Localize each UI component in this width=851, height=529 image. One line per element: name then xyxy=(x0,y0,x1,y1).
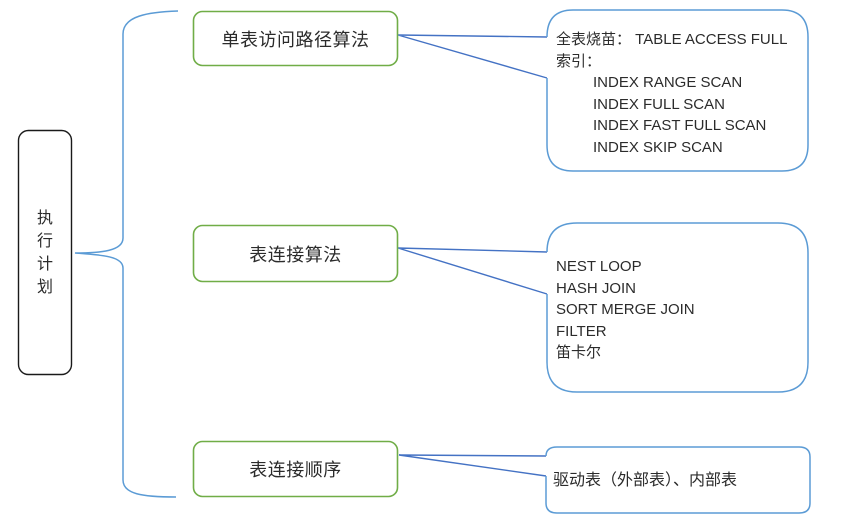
detail-line: 笛卡尔 xyxy=(556,344,602,361)
branch-node-1-shape xyxy=(192,10,399,67)
detail-box-3-text: 驱动表（外部表）、内部表 xyxy=(553,470,805,491)
detail-box-1-text: 全表烧苗： TABLE ACCESS FULL 索引： INDEX RANGE … xyxy=(556,29,806,158)
detail-line: HASH JOIN xyxy=(556,279,637,297)
detail-line: 全表烧苗： TABLE ACCESS FULL xyxy=(556,31,788,48)
branch-node-3-label: 表连接顺序 xyxy=(249,460,342,480)
detail-line: 索引： xyxy=(556,52,602,70)
detail-box-1-shape xyxy=(546,9,809,172)
brace-curve xyxy=(74,10,179,498)
detail-line: INDEX FULL SCAN xyxy=(593,95,725,113)
detail-line: NEST LOOP xyxy=(556,258,642,275)
detail-box-2-shape xyxy=(546,222,809,393)
root-node: 执行计划 xyxy=(18,130,72,375)
connector-branch-2 xyxy=(397,247,548,295)
branch-node-2-shape xyxy=(192,224,399,283)
detail-box-3-shape xyxy=(545,446,811,514)
connector-branch-3 xyxy=(398,454,547,477)
branch-node-2-label: 表连接算法 xyxy=(249,244,342,265)
branch-node-1-label: 单表访问路径算法 xyxy=(221,29,370,50)
detail-line: INDEX FAST FULL SCAN xyxy=(593,117,767,134)
root-node-label: 执行计划 xyxy=(36,209,53,296)
detail-line: FILTER xyxy=(556,322,607,340)
detail-line: INDEX SKIP SCAN xyxy=(593,138,723,156)
detail-line: INDEX RANGE SCAN xyxy=(593,74,743,91)
root-node-shape xyxy=(17,129,73,376)
detail-line: 驱动表（外部表）、内部表 xyxy=(553,472,738,489)
branch-node-3-shape xyxy=(192,440,399,498)
detail-line: SORT MERGE JOIN xyxy=(556,301,695,318)
detail-box-2-text: NEST LOOP HASH JOIN SORT MERGE JOIN FILT… xyxy=(556,256,801,364)
connector-branch-1 xyxy=(397,34,548,79)
